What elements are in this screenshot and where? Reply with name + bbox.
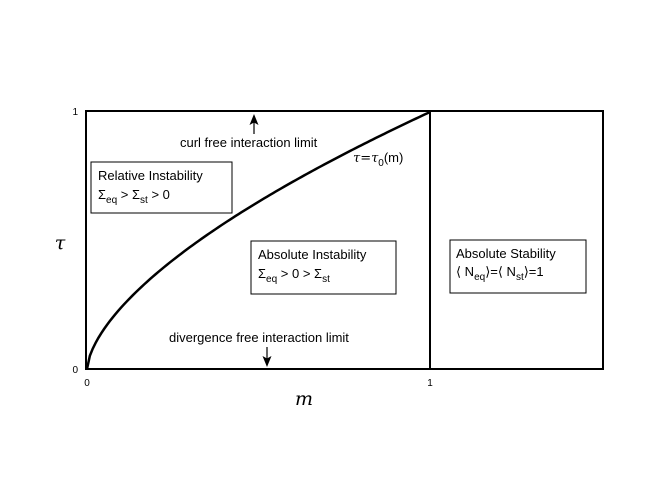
y-tick-0: 0 [72, 365, 78, 376]
absolute-stability-region: Absolute Stability ⟨ Neq⟩=⟨ Nst⟩=1 [449, 239, 587, 294]
absolute-stability-title: Absolute Stability [456, 246, 556, 261]
relative-instability-region: Relative Instability Σeq > Σst > 0 [90, 161, 233, 214]
absolute-stability-condition: ⟨ Neq⟩=⟨ Nst⟩=1 [456, 264, 544, 283]
curl-free-arrow-icon [249, 114, 259, 134]
curve-label: τ=τ0(m) [353, 150, 403, 169]
tau0-boundary-curve [85, 110, 431, 370]
x-tick-1: 1 [427, 378, 433, 389]
divergence-free-limit-label: divergence free interaction limit [169, 330, 349, 345]
absolute-instability-box [250, 240, 397, 295]
y-tick-1: 1 [72, 107, 78, 118]
absolute-instability-region: Absolute Instability Σeq > 0 > Σst [250, 240, 397, 295]
relative-instability-condition: Σeq > Σst > 0 [98, 187, 170, 206]
relative-instability-title: Relative Instability [98, 168, 203, 183]
absolute-stability-box [449, 239, 587, 294]
plot-frame [85, 110, 604, 370]
x-tick-0: 0 [84, 378, 90, 389]
y-axis-label: τ [55, 232, 66, 254]
x-axis-label: m [295, 388, 313, 410]
divergence-free-arrow-icon [262, 347, 272, 367]
curl-free-limit-label: curl free interaction limit [180, 135, 318, 150]
relative-instability-box [90, 161, 233, 214]
absolute-instability-title: Absolute Instability [258, 247, 367, 262]
absolute-instability-condition: Σeq > 0 > Σst [258, 266, 330, 285]
